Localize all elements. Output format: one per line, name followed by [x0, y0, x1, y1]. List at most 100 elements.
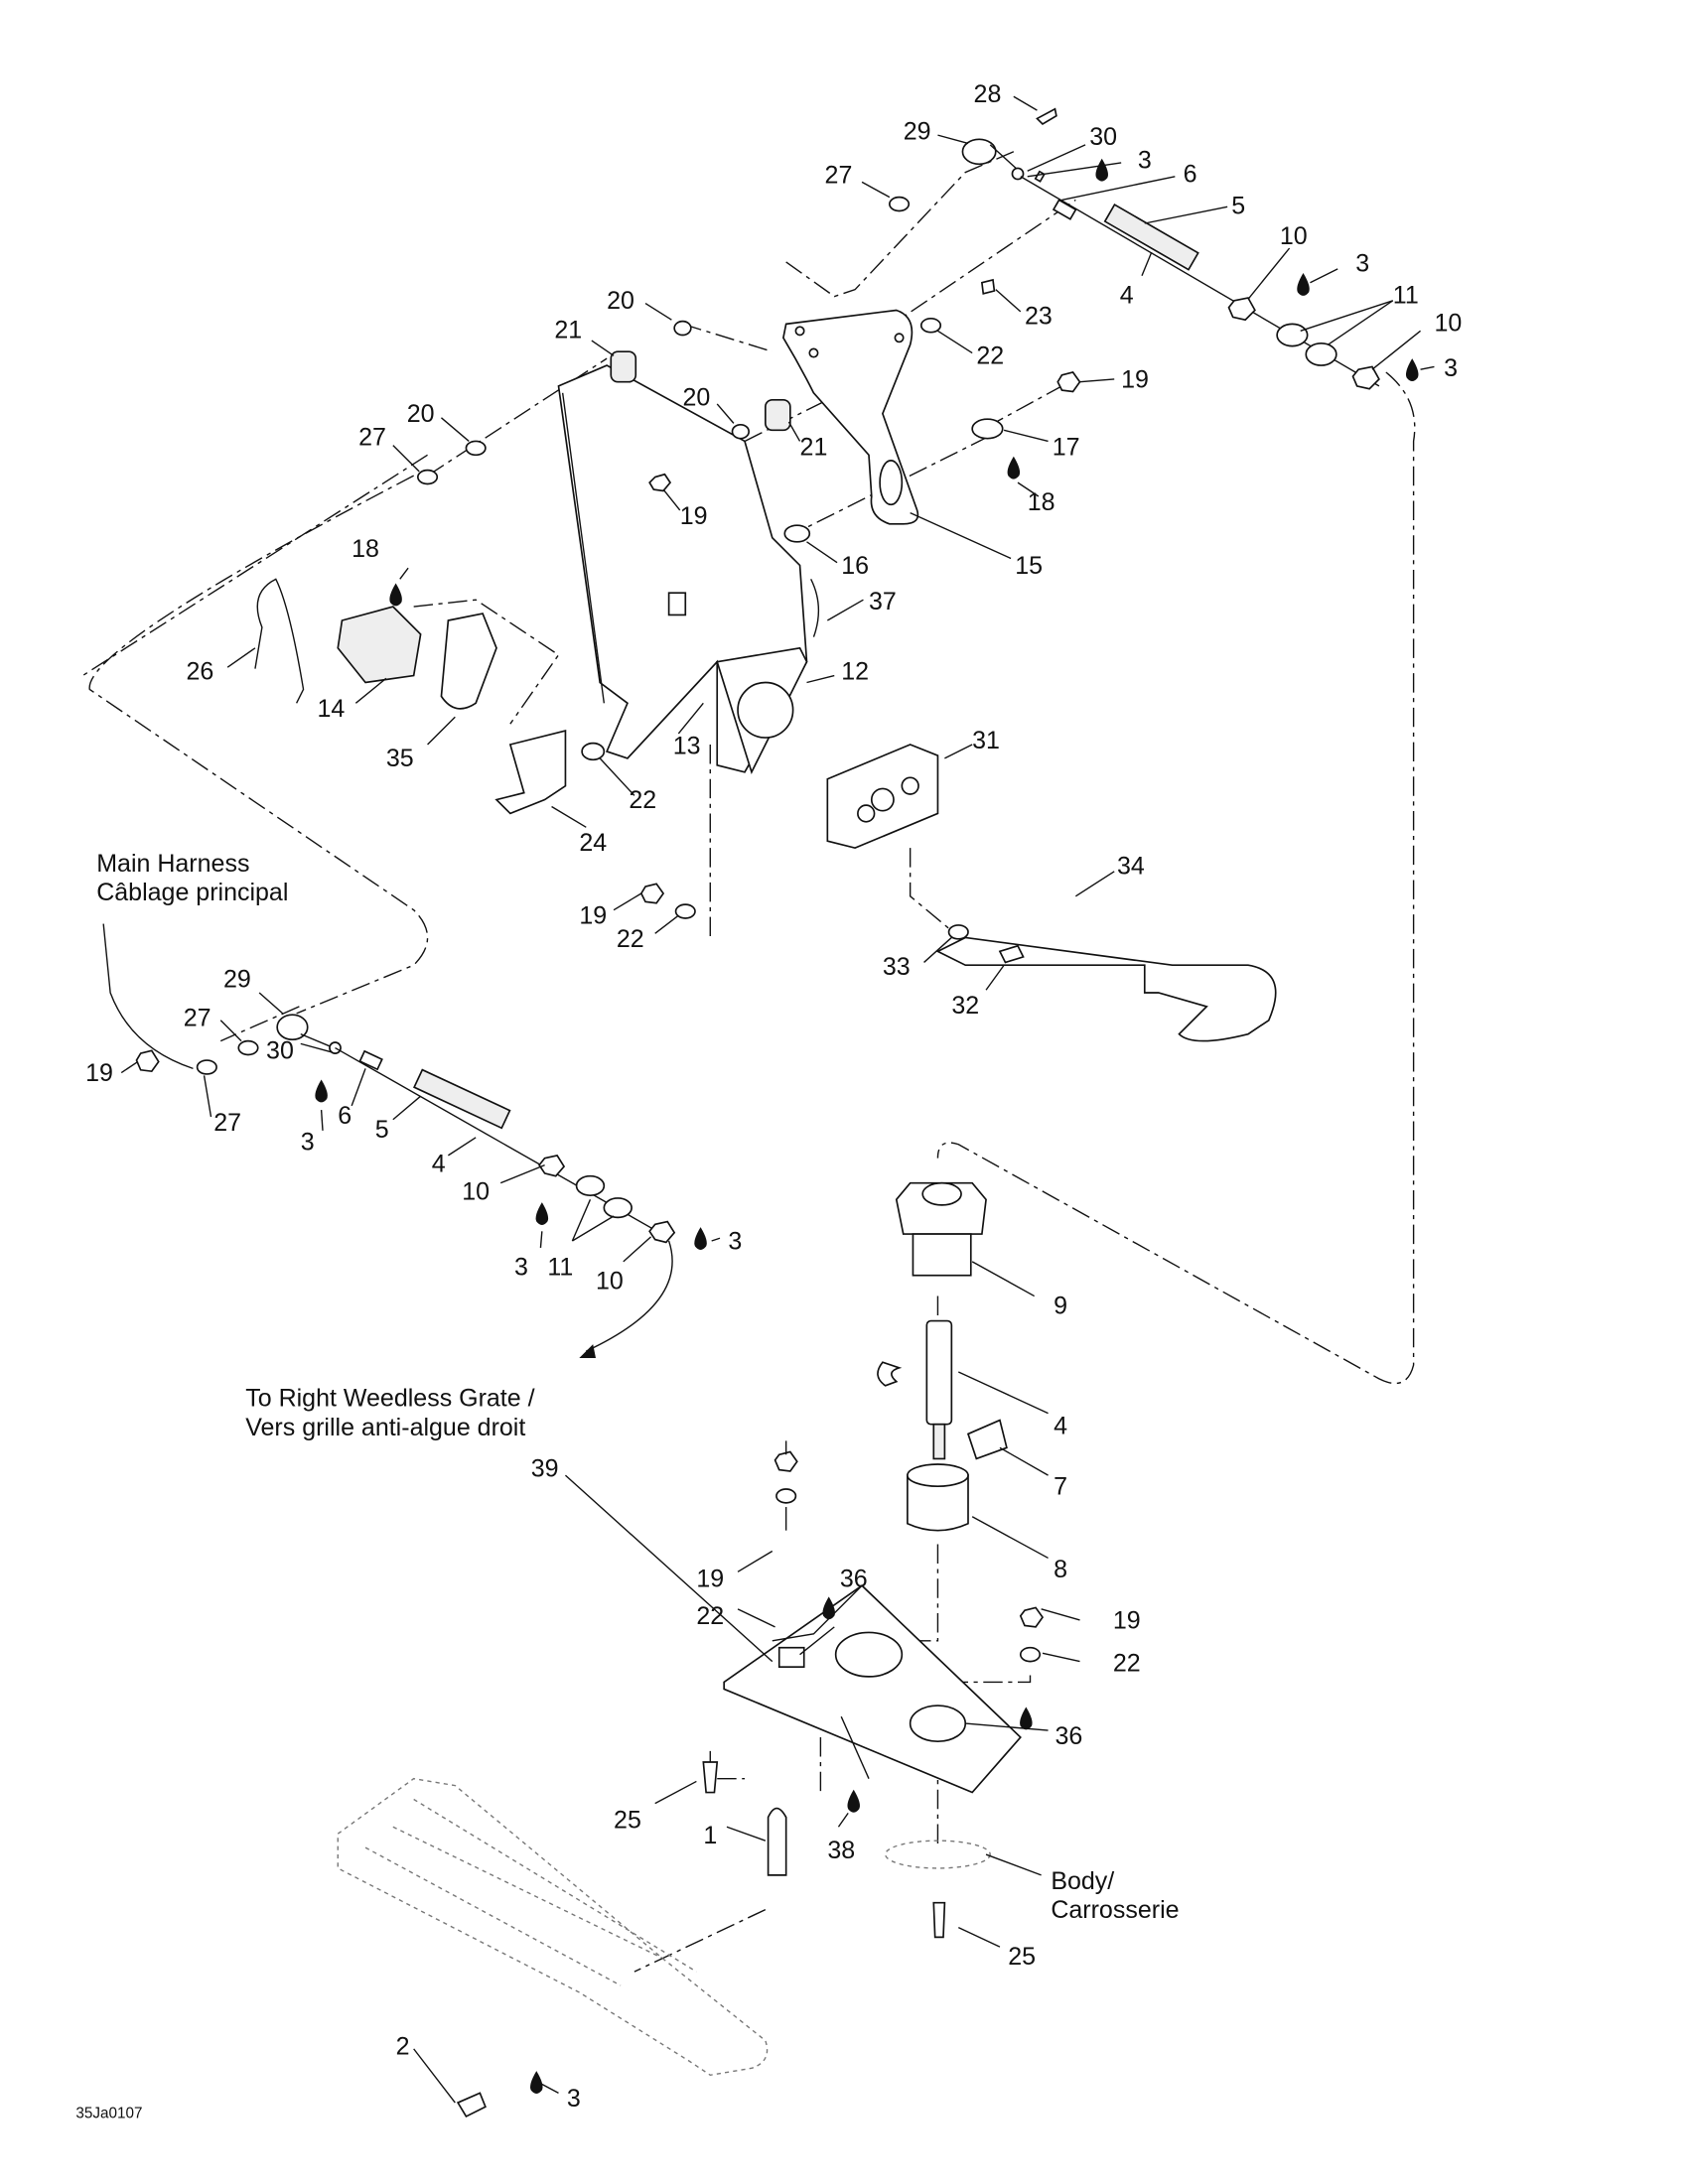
callout-27: 27 [213, 1109, 241, 1137]
callout-33: 33 [883, 953, 911, 981]
callout-2: 2 [396, 2032, 410, 2060]
callout-16: 16 [841, 552, 869, 580]
callout-36: 36 [1055, 1722, 1083, 1750]
callout-10: 10 [1280, 222, 1308, 250]
nut-9 [895, 1181, 987, 1235]
callout-19: 19 [1113, 1606, 1141, 1634]
callouts: 28 29 30 3 27 6 5 10 3 4 11 10 3 20 23 2… [85, 80, 1462, 2113]
callout-29: 29 [223, 965, 251, 993]
callout-19: 19 [579, 902, 607, 930]
diagram-code: 35Ja0107 [75, 2105, 142, 2121]
callout-22: 22 [696, 1602, 724, 1630]
callout-31: 31 [972, 727, 1000, 754]
callout-5: 5 [1231, 192, 1245, 219]
callout-19: 19 [85, 1059, 113, 1087]
callout-5: 5 [375, 1116, 389, 1144]
callout-3: 3 [514, 1254, 528, 1282]
callout-30: 30 [1089, 123, 1117, 151]
callout-11: 11 [547, 1254, 573, 1282]
callout-8: 8 [1054, 1556, 1067, 1583]
notes: Main Harness Câblage principal To Right … [75, 850, 1179, 2122]
callout-15: 15 [1015, 552, 1043, 580]
callout-18: 18 [352, 535, 379, 563]
main-harness-label-fr: Câblage principal [96, 879, 288, 906]
callout-19: 19 [1121, 365, 1149, 393]
lubricant-drop-icon [694, 1227, 707, 1251]
callout-17: 17 [1053, 433, 1080, 461]
callout-25: 25 [614, 1807, 641, 1835]
callout-20: 20 [683, 383, 711, 411]
lubricant-drop-icon [389, 583, 402, 607]
callout-19: 19 [696, 1566, 724, 1593]
callout-22: 22 [629, 786, 656, 814]
callout-3: 3 [1444, 354, 1458, 382]
callout-4: 4 [432, 1151, 446, 1178]
callout-32: 32 [951, 992, 979, 1020]
lubricant-drop-icon [535, 1202, 549, 1226]
lubricant-drop-icon [1020, 1706, 1033, 1730]
callout-34: 34 [1117, 853, 1145, 881]
callout-11: 11 [1393, 282, 1419, 310]
lubricant-drop-icon [315, 1079, 328, 1103]
lubricant-drop-icon [1297, 273, 1310, 296]
callout-10: 10 [462, 1177, 490, 1205]
callout-27: 27 [358, 424, 386, 452]
weedless-grate-label-fr: Vers grille anti-algue droit [245, 1414, 525, 1441]
callout-6: 6 [338, 1102, 352, 1130]
callout-28: 28 [974, 80, 1002, 108]
callout-9: 9 [1054, 1293, 1067, 1320]
callout-26: 26 [187, 658, 214, 686]
callout-13: 13 [673, 733, 701, 760]
callout-22: 22 [1113, 1649, 1141, 1677]
callout-27: 27 [825, 162, 853, 190]
callout-7: 7 [1054, 1473, 1067, 1501]
callout-6: 6 [1184, 160, 1197, 188]
callout-14: 14 [317, 695, 345, 723]
callout-35: 35 [386, 745, 414, 772]
callout-29: 29 [904, 117, 931, 145]
weedless-grate-label-en: To Right Weedless Grate / [245, 1385, 534, 1413]
callout-3: 3 [728, 1227, 742, 1255]
lubricant-drop-icon [822, 1596, 835, 1620]
callout-23: 23 [1025, 302, 1053, 330]
callout-19: 19 [680, 502, 708, 530]
callout-3: 3 [567, 2085, 581, 2113]
body-label-fr: Carrosserie [1051, 1896, 1179, 1924]
main-harness-label-en: Main Harness [96, 850, 249, 878]
callout-21: 21 [800, 433, 828, 461]
callout-25: 25 [1008, 1943, 1036, 1971]
callout-24: 24 [579, 829, 607, 857]
callout-4: 4 [1120, 282, 1134, 310]
body-label-en: Body/ [1051, 1867, 1114, 1895]
callout-1: 1 [703, 1822, 717, 1849]
lubricant-drop-icon [1405, 358, 1419, 382]
callout-3: 3 [1138, 146, 1152, 174]
lubricant-drop-icon [1007, 456, 1021, 479]
callout-36: 36 [840, 1566, 868, 1593]
callout-38: 38 [827, 1837, 855, 1864]
spring-pin [254, 578, 305, 704]
lubricant-icons [315, 158, 1419, 2095]
callout-39: 39 [531, 1455, 559, 1483]
lubricant-drop-icon [847, 1789, 860, 1813]
leader-lines [120, 95, 1435, 2104]
wedge [723, 1584, 1022, 1794]
callout-37: 37 [869, 588, 897, 615]
lubricant-drop-icon [530, 2071, 543, 2095]
callout-18: 18 [1028, 488, 1055, 516]
callout-20: 20 [607, 287, 634, 315]
callout-3: 3 [1355, 250, 1369, 278]
callout-20: 20 [407, 400, 435, 428]
callout-22: 22 [976, 342, 1004, 370]
callout-10: 10 [1434, 309, 1462, 337]
cable-left [102, 923, 676, 1359]
callout-30: 30 [266, 1037, 294, 1065]
callout-3: 3 [301, 1128, 315, 1156]
callout-22: 22 [617, 925, 644, 953]
callout-27: 27 [184, 1004, 211, 1031]
parts [102, 107, 1380, 2118]
callout-4: 4 [1054, 1412, 1067, 1439]
callout-12: 12 [841, 658, 869, 686]
callout-10: 10 [596, 1268, 624, 1296]
